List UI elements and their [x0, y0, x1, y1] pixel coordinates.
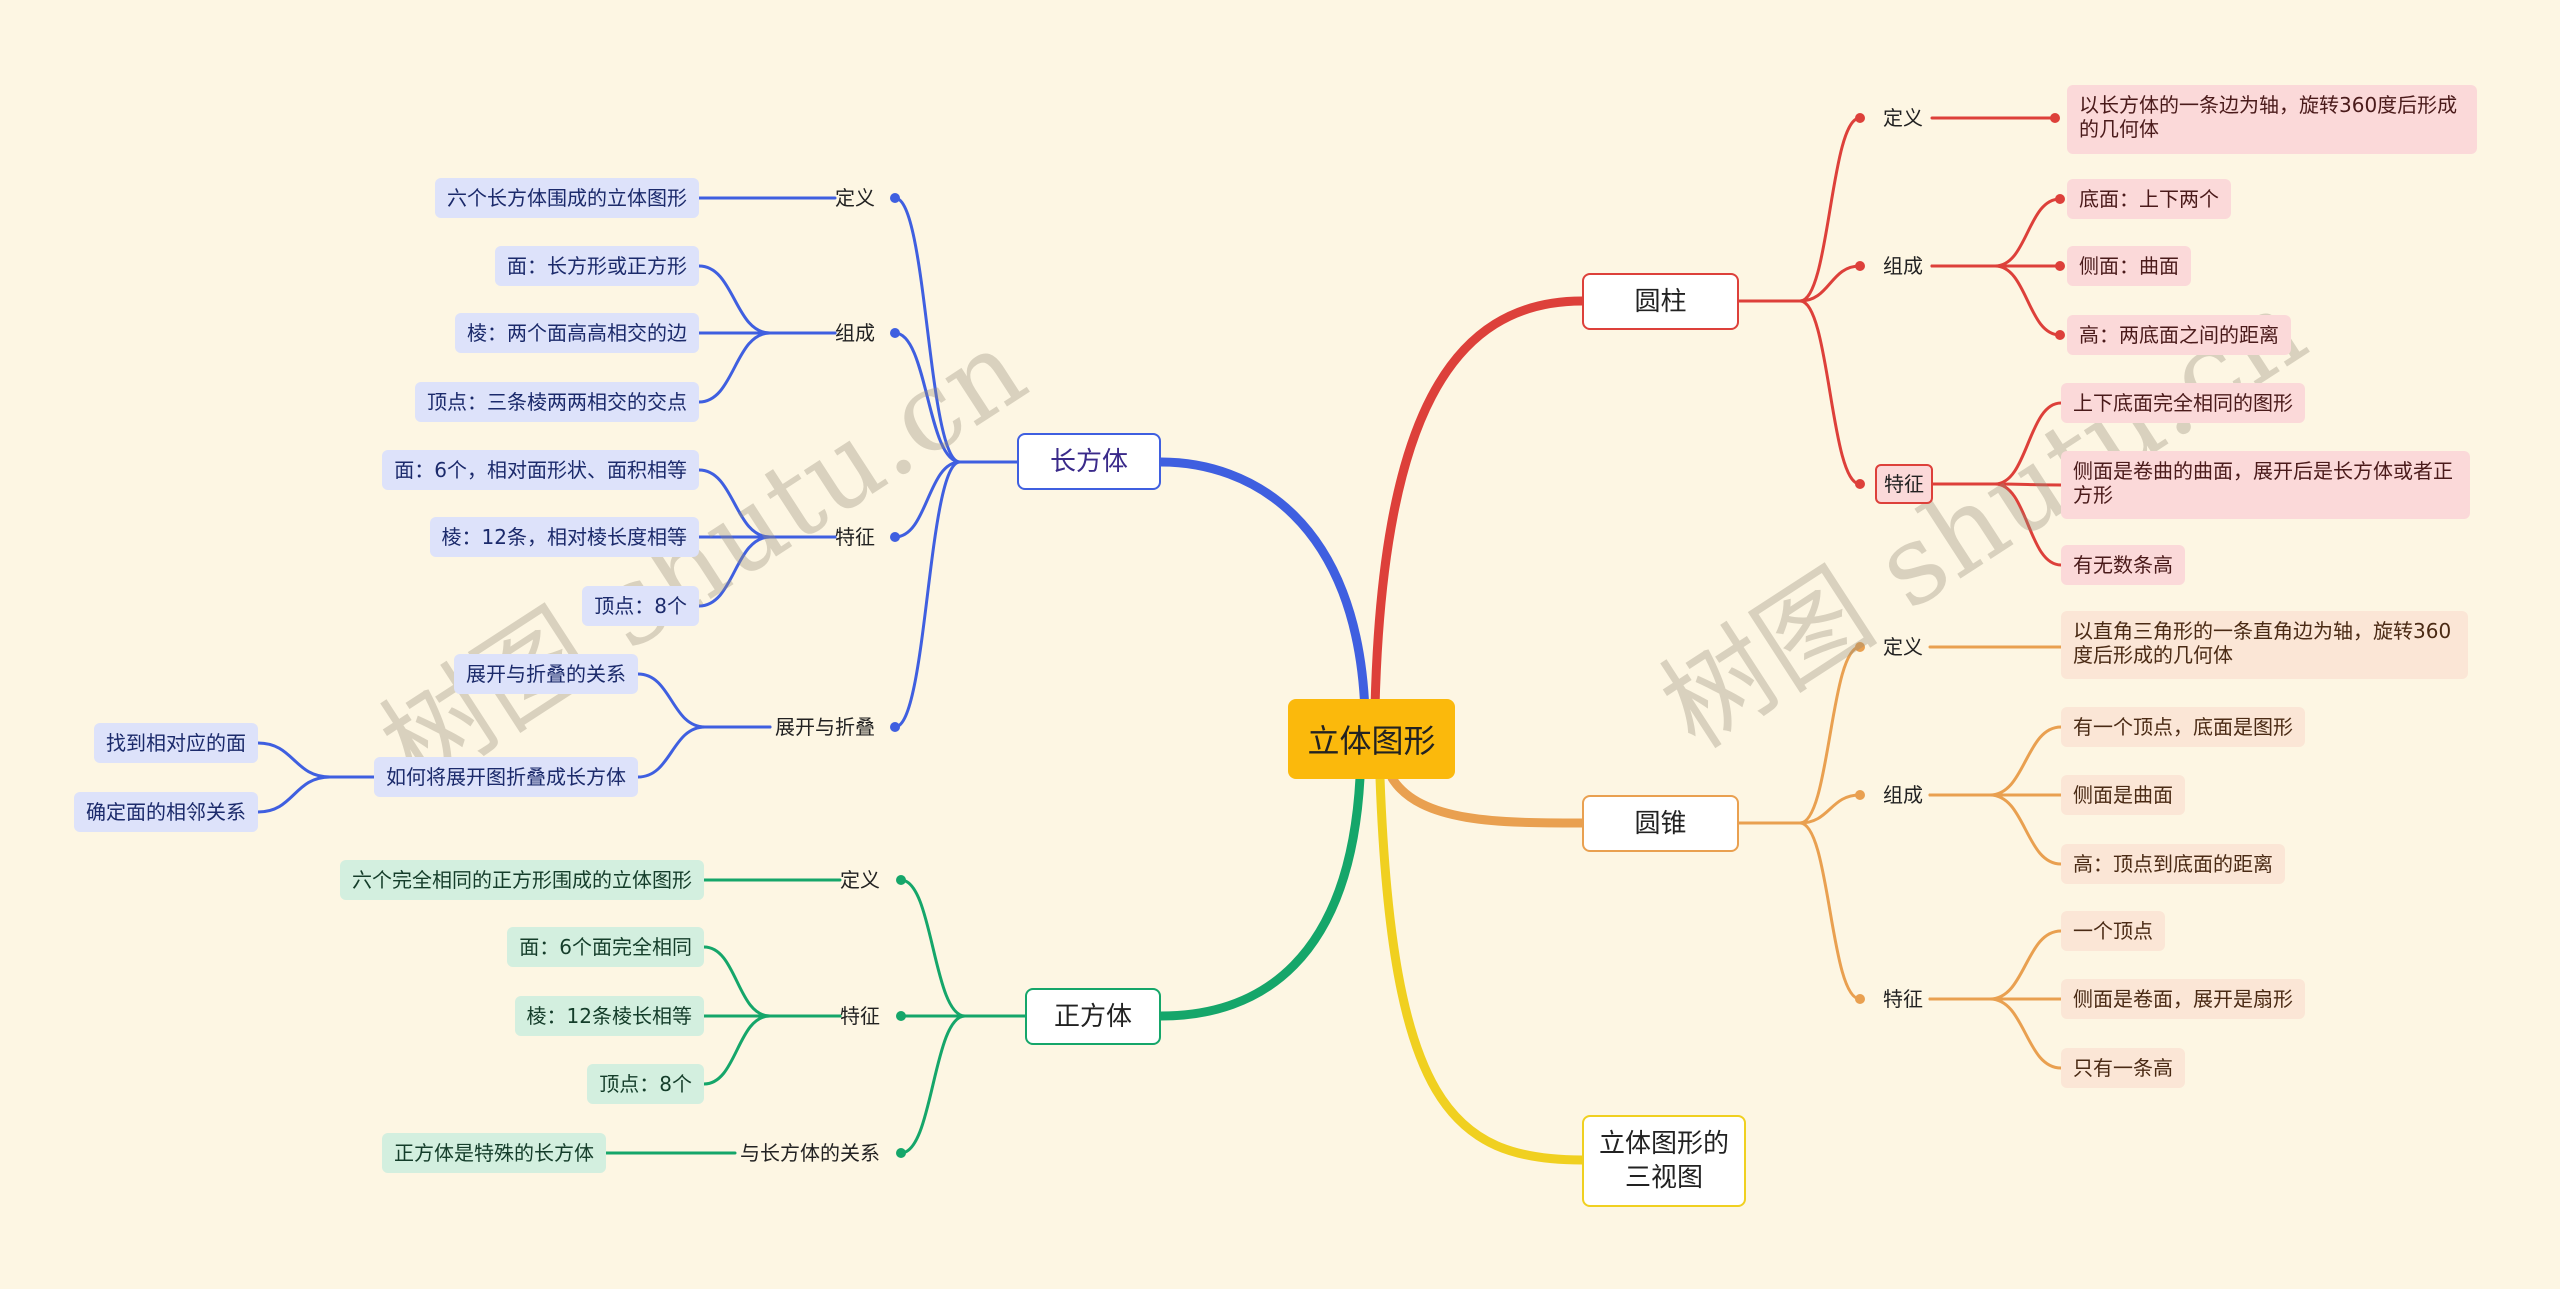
cuboid-fold-leaf[interactable]: 如何将展开图折叠成长方体 — [374, 757, 638, 797]
connector — [893, 460, 1019, 729]
connector — [636, 725, 772, 779]
connector-dot — [1855, 113, 1865, 123]
connector — [1156, 457, 1370, 717]
cube-feat-leaf[interactable]: 面：6个面完全相同 — [507, 927, 704, 967]
connector — [1737, 645, 1862, 825]
cone-feat-leaf[interactable]: 一个顶点 — [2061, 911, 2165, 951]
cuboid-fold-subleaf[interactable]: 确定面的相邻关系 — [74, 792, 258, 832]
connector — [1930, 264, 2062, 337]
connector-dot — [890, 722, 900, 732]
cone-feat-leaf[interactable]: 侧面是卷面，展开是扇形 — [2061, 979, 2305, 1019]
cylinder-comp-leaf[interactable]: 侧面：曲面 — [2067, 246, 2191, 286]
connector — [1375, 773, 1587, 1165]
cuboid-fold-leaf[interactable]: 展开与折叠的关系 — [454, 654, 638, 694]
connector — [893, 331, 1019, 464]
cuboid-feat-leaf[interactable]: 面：6个，相对面形状、面积相等 — [382, 450, 699, 490]
cone-comp-leaf[interactable]: 高：顶点到底面的距离 — [2061, 844, 2285, 884]
cuboid-comp-label[interactable]: 组成 — [835, 321, 875, 345]
connector — [1737, 821, 1862, 1001]
connector-dot — [1855, 994, 1865, 1004]
connector-dot — [890, 328, 900, 338]
cube-def-label[interactable]: 定义 — [840, 868, 880, 892]
topic-cylinder[interactable]: 圆柱 — [1582, 273, 1739, 330]
cylinder-feat-leaf[interactable]: 侧面是卷曲的曲面，展开后是长方体或者正方形 — [2061, 451, 2470, 519]
cylinder-comp-label[interactable]: 组成 — [1883, 254, 1923, 278]
connector — [636, 672, 772, 729]
root-topic[interactable]: 立体图形 — [1288, 699, 1455, 779]
connector — [1737, 264, 1862, 303]
cube-rel-label[interactable]: 与长方体的关系 — [740, 1141, 880, 1165]
connector — [697, 264, 837, 335]
connector — [697, 331, 837, 404]
cone-feat-leaf[interactable]: 只有一条高 — [2061, 1048, 2185, 1088]
cylinder-comp-leaf[interactable]: 底面：上下两个 — [2067, 179, 2231, 219]
connector — [1928, 725, 2063, 797]
connector-dot — [890, 193, 900, 203]
connector-dot — [896, 875, 906, 885]
cube-feat-leaf[interactable]: 棱：12条棱长相等 — [514, 996, 704, 1036]
cone-comp-label[interactable]: 组成 — [1883, 783, 1923, 807]
cylinder-def-label[interactable]: 定义 — [1883, 106, 1923, 130]
cone-def-label[interactable]: 定义 — [1883, 635, 1923, 659]
connector — [1928, 997, 2063, 1070]
connector — [702, 1014, 842, 1086]
connector — [1737, 299, 1862, 486]
topic-cube[interactable]: 正方体 — [1025, 988, 1161, 1045]
cuboid-comp-leaf[interactable]: 棱：两个面高高相交的边 — [455, 313, 699, 353]
connector — [899, 878, 1027, 1018]
cuboid-def-leaf[interactable]: 六个长方体围成的立体图形 — [435, 178, 699, 218]
connector — [1156, 773, 1365, 1021]
cube-feat-label[interactable]: 特征 — [840, 1004, 880, 1028]
connector-dot — [896, 1011, 906, 1021]
connector — [1930, 482, 2063, 567]
connector — [697, 535, 837, 608]
connector-dot — [2055, 194, 2065, 204]
connector-dot — [1855, 261, 1865, 271]
connector-dot — [2050, 113, 2060, 123]
connector — [1928, 793, 2063, 866]
connector-dot — [1855, 790, 1865, 800]
cube-rel-leaf[interactable]: 正方体是特殊的长方体 — [382, 1133, 606, 1173]
topic-cuboid[interactable]: 长方体 — [1017, 433, 1161, 490]
cuboid-feat-leaf[interactable]: 棱：12条，相对棱长度相等 — [429, 517, 699, 557]
connector — [1737, 116, 1862, 303]
cylinder-comp-leaf[interactable]: 高：两底面之间的距离 — [2067, 315, 2291, 355]
cuboid-comp-leaf[interactable]: 面：长方形或正方形 — [495, 246, 699, 286]
cone-comp-leaf[interactable]: 有一个顶点，底面是图形 — [2061, 707, 2305, 747]
cylinder-def-leaf[interactable]: 以长方体的一条边为轴，旋转360度后形成的几何体 — [2067, 85, 2477, 154]
cylinder-feat-leaf[interactable]: 有无数条高 — [2061, 545, 2185, 585]
cuboid-fold-subleaf[interactable]: 找到相对应的面 — [94, 723, 258, 763]
cone-comp-leaf[interactable]: 侧面是曲面 — [2061, 775, 2185, 815]
cuboid-feat-leaf[interactable]: 顶点：8个 — [582, 586, 699, 626]
connector — [1930, 197, 2062, 268]
connector-dot — [890, 532, 900, 542]
cuboid-comp-leaf[interactable]: 顶点：三条棱两两相交的交点 — [415, 382, 699, 422]
connector — [893, 196, 1019, 464]
cube-feat-leaf[interactable]: 顶点：8个 — [587, 1064, 704, 1104]
connector — [256, 775, 387, 814]
connector-dot — [1855, 479, 1865, 489]
connector — [1928, 929, 2063, 1001]
connector-dot — [2055, 261, 2065, 271]
cuboid-feat-label[interactable]: 特征 — [835, 525, 875, 549]
topic-three-views[interactable]: 立体图形的三视图 — [1582, 1115, 1746, 1207]
topic-cone[interactable]: 圆锥 — [1582, 795, 1739, 852]
connector — [702, 945, 842, 1018]
cone-def-leaf[interactable]: 以直角三角形的一条直角边为轴，旋转360度后形成的几何体 — [2061, 611, 2468, 679]
connector — [899, 1014, 1027, 1155]
cylinder-feat-label[interactable]: 特征 — [1875, 464, 1933, 504]
connector-dot — [2055, 330, 2065, 340]
connector-dot — [896, 1148, 906, 1158]
cuboid-fold-label[interactable]: 展开与折叠 — [775, 715, 875, 739]
cylinder-feat-leaf[interactable]: 上下底面完全相同的图形 — [2061, 383, 2305, 423]
connector — [1737, 793, 1862, 825]
connector-dot — [1855, 642, 1865, 652]
connector — [256, 741, 387, 779]
connector — [1370, 296, 1587, 713]
cuboid-def-label[interactable]: 定义 — [835, 186, 875, 210]
connector — [1387, 773, 1587, 828]
cone-feat-label[interactable]: 特征 — [1883, 987, 1923, 1011]
cube-def-leaf[interactable]: 六个完全相同的正方形围成的立体图形 — [340, 860, 704, 900]
